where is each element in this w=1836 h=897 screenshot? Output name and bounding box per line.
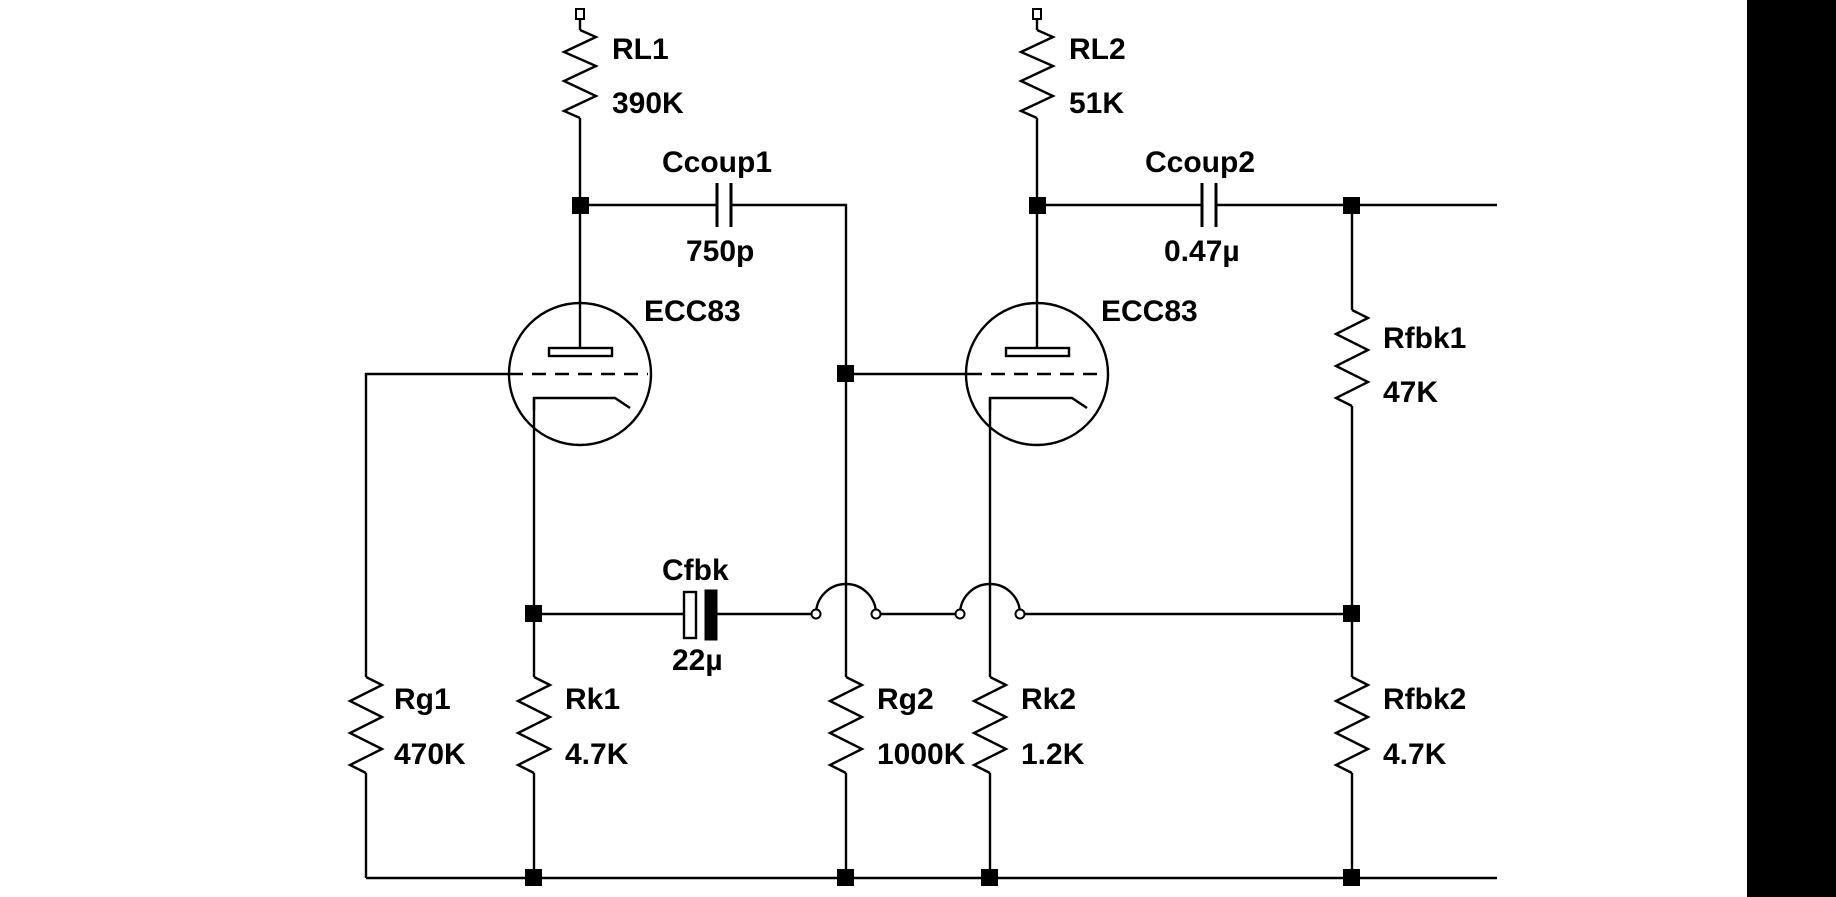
labels: RL1 390K RL2 51K Ccoup1 750p Ccoup2 0.47…	[394, 33, 1466, 771]
rfbk2-value-label: 4.7K	[1383, 738, 1447, 771]
rg2-resistor-symbol	[827, 675, 865, 775]
rfbk1-name-label: Rfbk1	[1383, 322, 1466, 355]
ccoup2-value-label: 0.47µ	[1164, 235, 1240, 268]
hop2-left-terminal	[954, 608, 966, 620]
rl1-name-label: RL1	[612, 33, 669, 66]
rk1-value-label: 4.7K	[565, 738, 629, 771]
components	[347, 28, 1371, 775]
rl1-resistor-symbol	[561, 28, 599, 120]
rl2-value-label: 51K	[1069, 87, 1124, 120]
ground-node-rg2	[837, 869, 854, 886]
ccoup1-right-wire	[731, 203, 848, 374]
tube1-label: ECC83	[644, 295, 741, 328]
rg2-name-label: Rg2	[877, 683, 934, 716]
right-edge-bar	[1747, 0, 1836, 897]
cfbk-capacitor-symbol	[682, 589, 718, 641]
output-node	[1343, 197, 1360, 214]
cathode1-node	[525, 605, 542, 622]
crossover-hop-2	[958, 582, 1022, 615]
hop1-right-terminal	[870, 608, 882, 620]
rk1-name-label: Rk1	[565, 683, 620, 716]
rl2-supply-terminal	[1032, 8, 1042, 20]
rg1-upper-wire	[364, 372, 509, 677]
rl2-resistor-symbol	[1018, 28, 1056, 120]
tube2-symbol	[964, 301, 1110, 447]
ground-node-rk2	[981, 869, 998, 886]
terminals	[575, 8, 1042, 620]
cfbk-name-label: Cfbk	[662, 554, 729, 587]
rg2-value-label: 1000K	[877, 738, 966, 771]
feedback-node	[1343, 605, 1360, 622]
rk2-resistor-symbol	[971, 675, 1009, 775]
rk2-name-label: Rk2	[1021, 683, 1076, 716]
tube1-symbol	[507, 301, 653, 447]
rfbk1-resistor-symbol	[1333, 308, 1371, 408]
rl1-value-label: 390K	[612, 87, 684, 120]
hop2-right-terminal	[1014, 608, 1026, 620]
plate2-node	[1029, 197, 1046, 214]
ccoup1-value-label: 750p	[686, 235, 754, 268]
cfbk-value-label: 22µ	[672, 644, 723, 677]
rl1-supply-terminal	[575, 8, 585, 20]
junction-nodes	[525, 197, 1360, 886]
rg1-resistor-symbol	[347, 675, 385, 775]
rk2-value-label: 1.2K	[1021, 738, 1085, 771]
rfbk1-value-label: 47K	[1383, 376, 1438, 409]
ccoup2-capacitor-symbol	[1200, 183, 1218, 227]
ground-node-rk1	[525, 869, 542, 886]
ground-node-rfbk2	[1343, 869, 1360, 886]
crossover-hop-1	[814, 582, 878, 615]
ccoup2-name-label: Ccoup2	[1145, 146, 1255, 179]
rfbk2-resistor-symbol	[1333, 675, 1371, 775]
rg1-name-label: Rg1	[394, 683, 451, 716]
hop1-left-terminal	[810, 608, 822, 620]
rk1-resistor-symbol	[515, 675, 553, 775]
tube2-label: ECC83	[1101, 295, 1198, 328]
ccoup1-name-label: Ccoup1	[662, 146, 772, 179]
rl2-name-label: RL2	[1069, 33, 1126, 66]
rfbk2-name-label: Rfbk2	[1383, 683, 1466, 716]
rg1-value-label: 470K	[394, 738, 466, 771]
ccoup1-capacitor-symbol	[715, 183, 733, 227]
plate1-node	[572, 197, 589, 214]
grid2-node	[837, 365, 854, 382]
